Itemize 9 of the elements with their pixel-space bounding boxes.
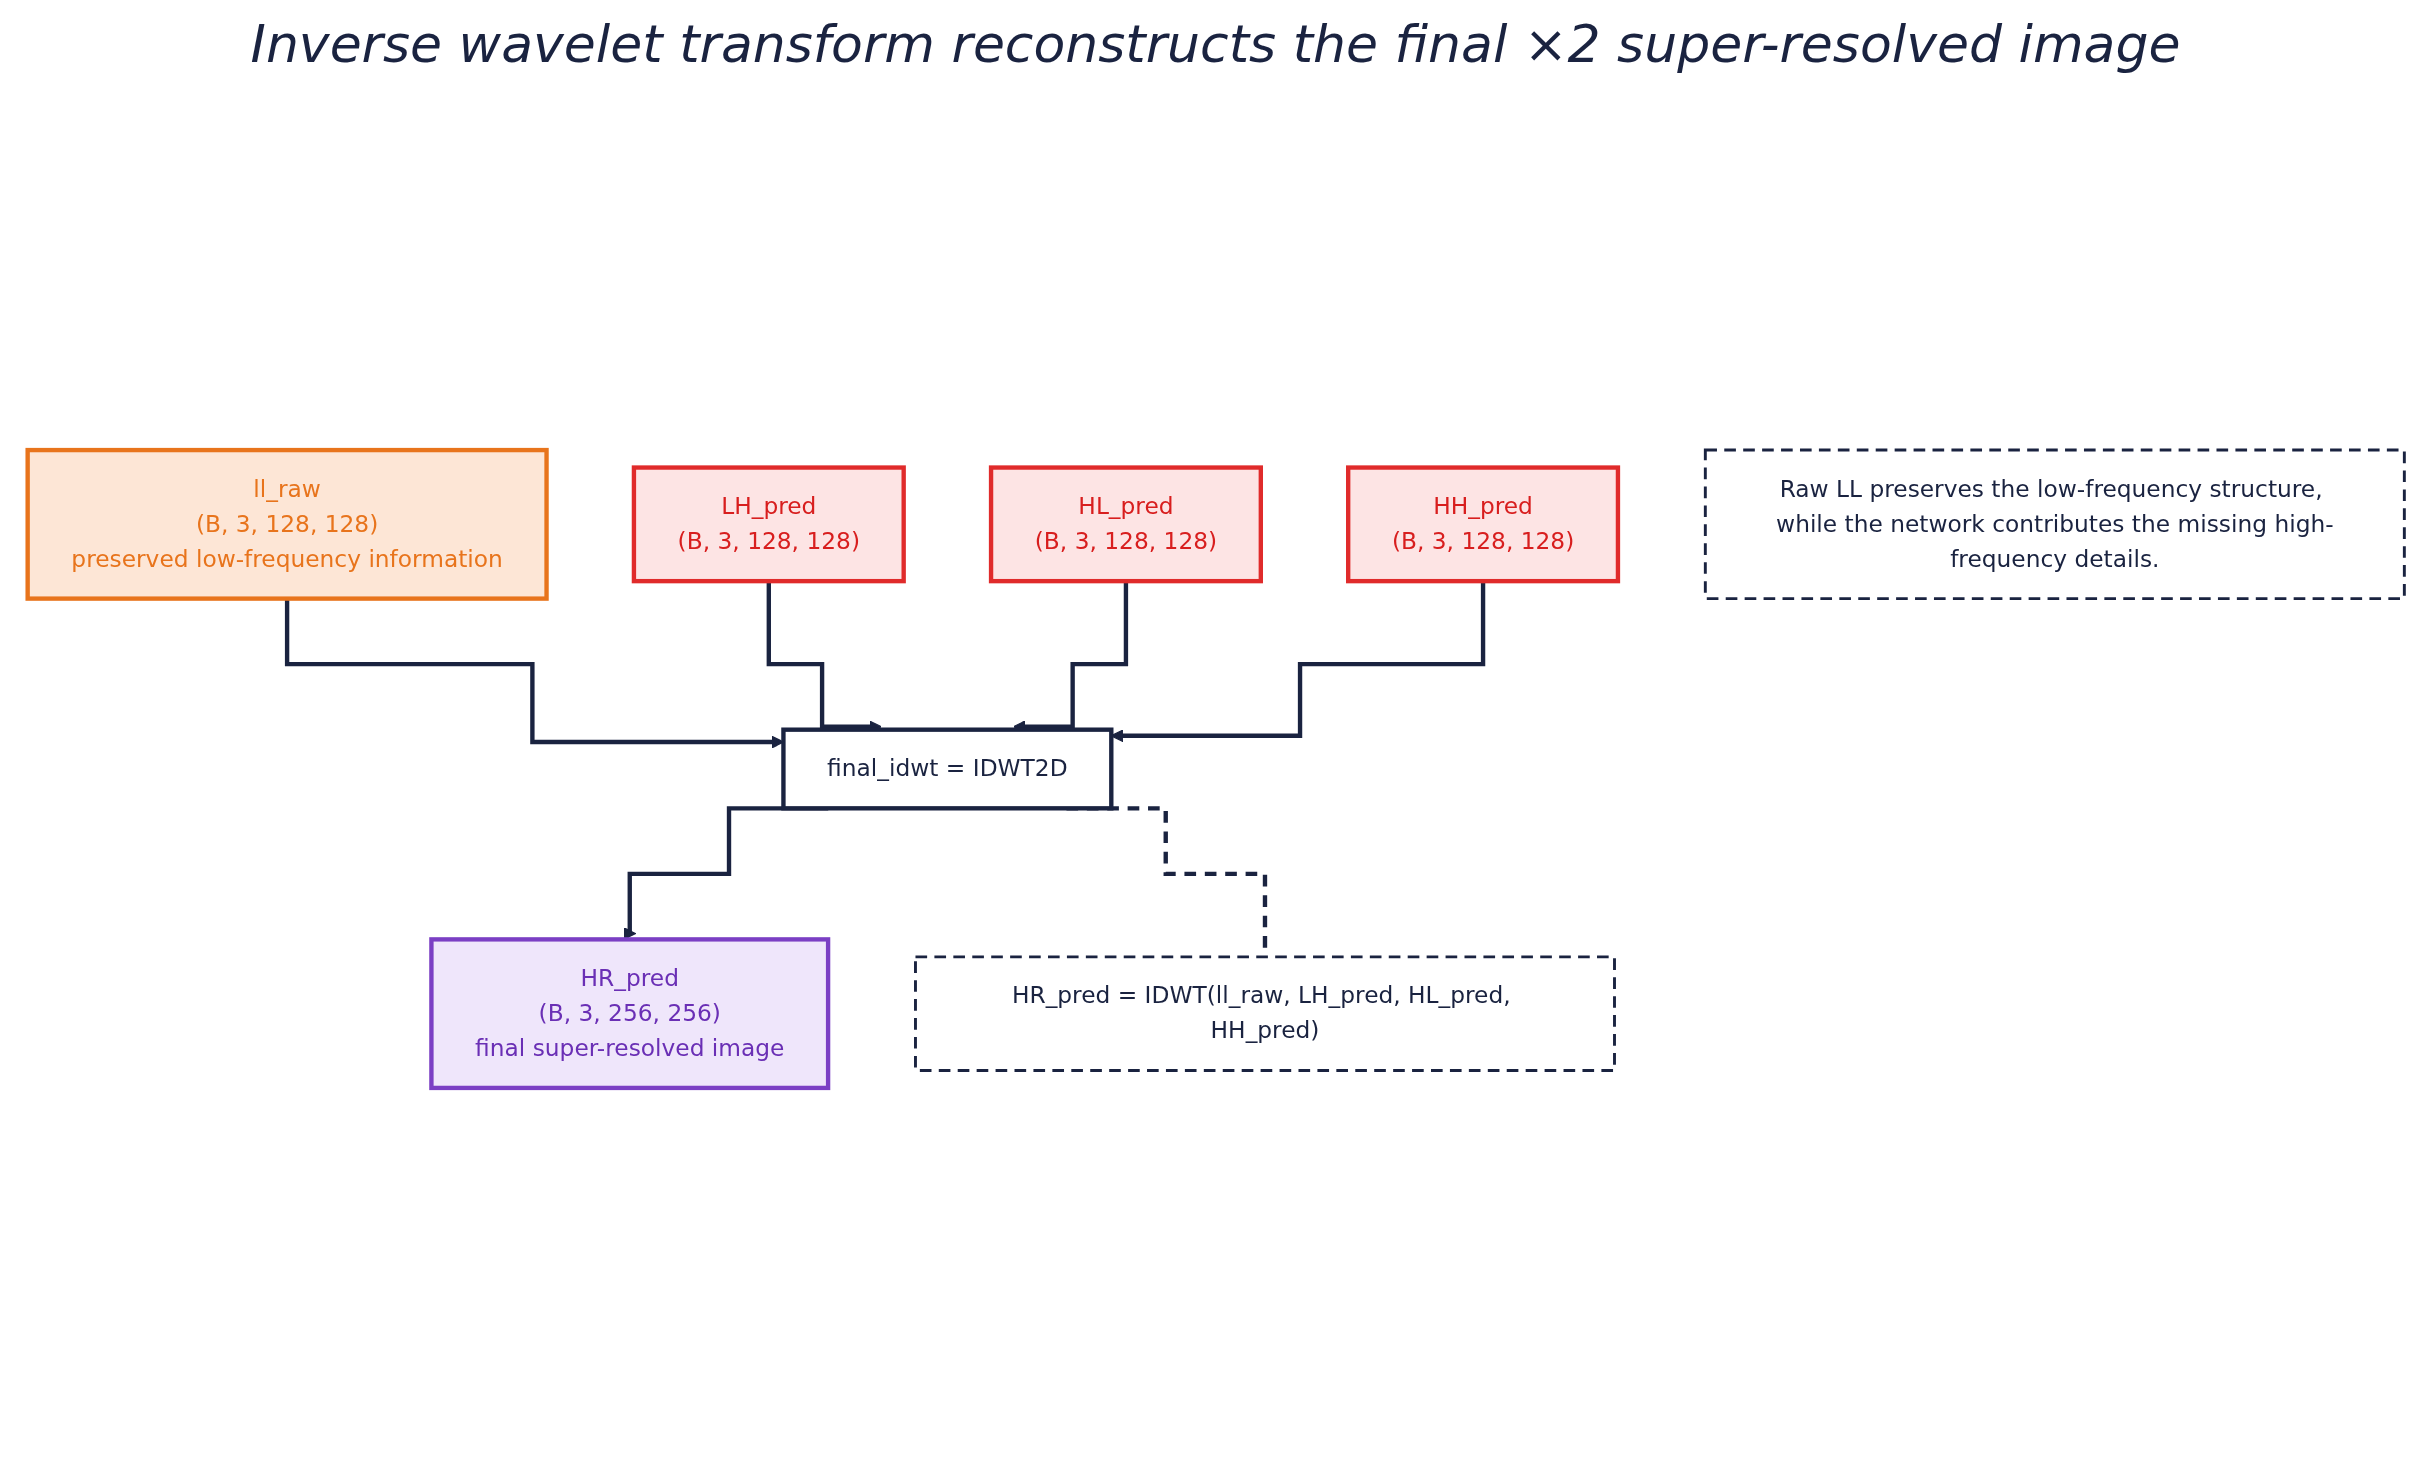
node-box: HH_pred (B, 3, 128, 128) xyxy=(1345,465,1620,584)
diagram-title: Inverse wavelet transform reconstructs the final ×2 super-resolved image xyxy=(249,13,2182,76)
node-box: Raw LL preserves the low-frequency structure, while the network contributes the missing high-frequency details. xyxy=(1703,448,2406,601)
node-box: HR_pred = IDWT(ll_raw, LH_pred, HL_pred, HH_pred) xyxy=(913,955,1616,1072)
node-box: ll_raw (B, 3, 128, 128) preserved low-frequency information xyxy=(24,447,549,601)
node-box: HR_pred (B, 3, 256, 256) final super-resolved image xyxy=(428,937,830,1091)
node-box: HL_pred (B, 3, 128, 128) xyxy=(988,465,1263,584)
node-box: final_idwt = IDWT2D xyxy=(780,727,1113,811)
node-box: LH_pred (B, 3, 128, 128) xyxy=(631,465,906,584)
